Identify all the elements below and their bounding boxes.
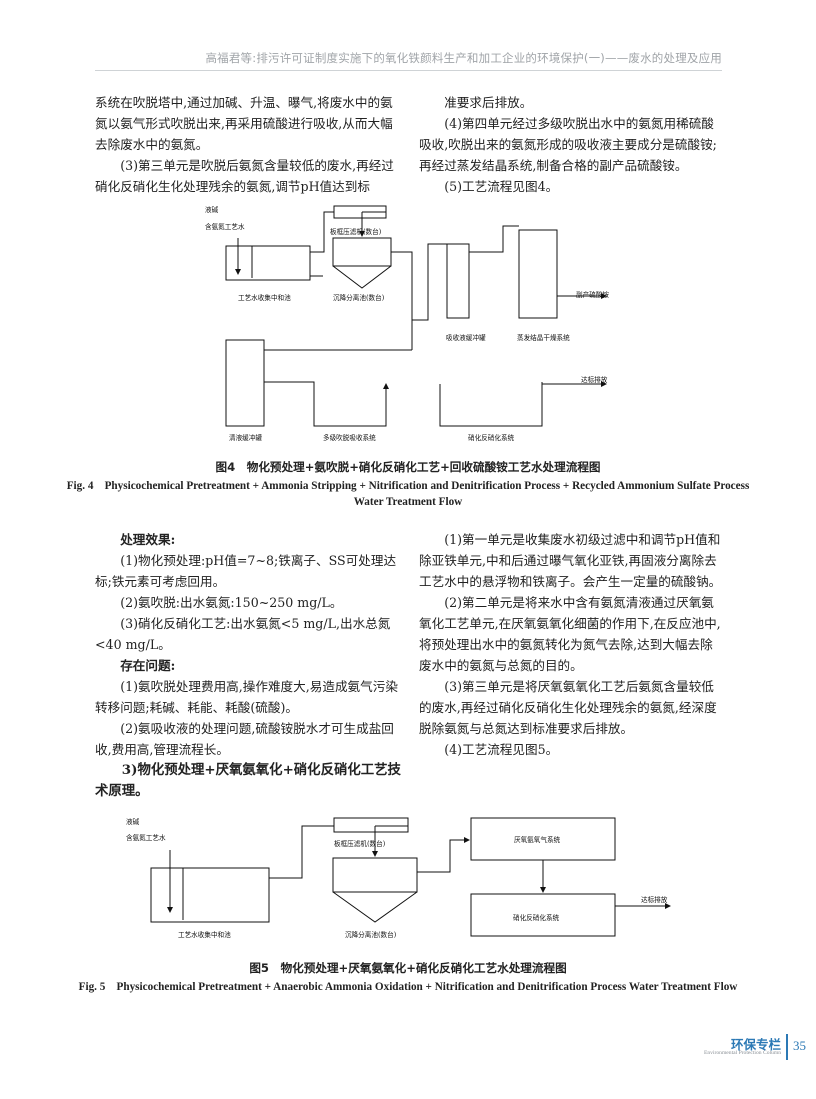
figure-4-flowchart: 液碱 含氨氮工艺水 板框压滤机(数台) 工艺水收集中和池 沉降分离池(数台) 吸… bbox=[0, 196, 816, 454]
fig4-ammonia-water: 含氨氮工艺水 bbox=[205, 222, 245, 231]
paragraph: (3)第三单元是吹脱后氨氮含量较低的废水,再经过硝化反硝化生化处理残余的氨氮,调… bbox=[95, 158, 394, 194]
fig4-discharge-label: 达标排放 bbox=[581, 375, 608, 384]
paragraph: (3)第三单元是将厌氧氨氧化工艺后氨氮含量较低的废水,再经过硝化反硝化生化处理残… bbox=[419, 679, 717, 736]
figure-5-caption: 图5 物化预处理+厌氧氨氧化+硝化反硝化工艺水处理流程图 Fig. 5 Phys… bbox=[60, 960, 756, 995]
fig4-settling-tank-label: 沉降分离池(数台) bbox=[333, 293, 384, 302]
settling-tank-shape bbox=[332, 237, 392, 267]
fig5-nitrification-label: 硝化反硝化系统 bbox=[513, 913, 560, 922]
problem-heading: 存在问题: bbox=[120, 658, 176, 673]
section-heading: 3)物化预处理+厌氧氨氧化+硝化反硝化工艺技术原理。 bbox=[95, 762, 401, 799]
fig5-neutral-tank-shape bbox=[150, 867, 270, 923]
footer-divider bbox=[786, 1034, 788, 1060]
top-right-column: 准要求后排放。 (4)第四单元经过多级吹脱出水中的氨氮用稀硫酸吸收,吹脱出来的氨… bbox=[419, 92, 723, 197]
mid-left-column: 处理效果: (1)物化预处理:pH值=7~8;铁离子、SS可处理达标;铁元素可考… bbox=[95, 529, 403, 802]
figure-4-caption: 图4 物化预处理+氨吹脱+硝化反硝化工艺+回收硫酸铵工艺水处理流程图 Fig. … bbox=[60, 459, 756, 511]
evaporator-shape bbox=[518, 229, 558, 319]
fig5-filter-press-label: 板框压滤机(数台) bbox=[334, 839, 385, 848]
fig5-nitrification-shape bbox=[470, 893, 616, 937]
paragraph: (4)工艺流程见图5。 bbox=[444, 742, 559, 757]
paragraph: 准要求后排放。 bbox=[444, 95, 533, 110]
absorb-buffer-shape bbox=[446, 243, 470, 319]
fig4-caption-en: Fig. 4 Physicochemical Pretreatment + Am… bbox=[66, 479, 750, 509]
fig4-caption-zh: 图4 物化预处理+氨吹脱+硝化反硝化工艺+回收硫酸铵工艺水处理流程图 bbox=[215, 460, 601, 474]
paragraph: (1)氨吹脱处理费用高,操作难度大,易造成氨气污染转移问题;耗碱、耗能、耗酸(硫… bbox=[95, 679, 398, 715]
column-name-en: Environmental Protection Column bbox=[703, 1050, 781, 1056]
fig5-caption-en: Fig. 5 Physicochemical Pretreatment + An… bbox=[78, 980, 738, 993]
clear-buffer-shape bbox=[225, 339, 265, 427]
neutral-tank-shape bbox=[225, 245, 311, 281]
fig4-byproduct-label: 副产硫酸铵 bbox=[576, 290, 609, 299]
fig4-filter-press-label: 板框压滤机(数台) bbox=[330, 227, 381, 236]
page-footer: 环保专栏 Environmental Protection Column 35 bbox=[584, 1028, 806, 1068]
fig4-stripping-label: 多级吹脱吸收系统 bbox=[323, 433, 376, 442]
fig5-caption-zh: 图5 物化预处理+厌氧氨氧化+硝化反硝化工艺水处理流程图 bbox=[249, 961, 567, 975]
figure-5-flowchart: 液碱 含氨氮工艺水 板框压滤机(数台) 厌氧氨氧气系统 达标排放 硝化反硝化系统… bbox=[0, 800, 816, 950]
fig5-anammox-label: 厌氧氨氧气系统 bbox=[514, 835, 561, 844]
fig4-nitrification-label: 硝化反硝化系统 bbox=[468, 433, 515, 442]
fig4-neutral-tank-label: 工艺水收集中和池 bbox=[238, 293, 291, 302]
fig5-discharge-label: 达标排放 bbox=[641, 895, 668, 904]
top-left-column: 系统在吹脱塔中,通过加碱、升温、曝气,将废水中的氨氮以氨气形式吹脱出来,再采用硫… bbox=[95, 92, 403, 197]
fig4-clear-buffer-label: 清液缓冲罐 bbox=[229, 433, 262, 442]
fig4-liquid-alkali: 液碱 bbox=[205, 205, 219, 214]
fig4-evaporator-label: 蒸发结晶干燥系统 bbox=[517, 333, 570, 342]
paragraph: (1)第一单元是收集废水初级过滤中和调节pH值和除亚铁单元,中和后通过曝气氧化亚… bbox=[419, 532, 722, 589]
fig5-settling-tank-shape bbox=[332, 857, 418, 893]
paragraph: (1)物化预处理:pH值=7~8;铁离子、SS可处理达标;铁元素可考虑回用。 bbox=[95, 553, 397, 589]
column-name-zh: 环保专栏 bbox=[730, 1037, 781, 1052]
fig5-liquid-alkali: 液碱 bbox=[126, 817, 140, 826]
paragraph: (3)硝化反硝化工艺:出水氨氮<5 mg/L,出水总氮<40 mg/L。 bbox=[95, 616, 391, 652]
paragraph: (2)氨吹脱:出水氨氮:150~250 mg/L。 bbox=[120, 595, 343, 610]
fig5-filter-press-shape bbox=[333, 817, 409, 833]
effect-heading: 处理效果: bbox=[120, 532, 176, 547]
paragraph: (2)第二单元是将来水中含有氨氮清液通过厌氧氨氧化工艺单元,在厌氧氨氧化细菌的作… bbox=[419, 595, 721, 673]
paragraph: (2)氨吸收液的处理问题,硫酸铵脱水才可生成盐回收,费用高,管理流程长。 bbox=[95, 721, 394, 757]
fig5-settling-tank-label: 沉降分离池(数台) bbox=[345, 930, 396, 939]
page-number: 35 bbox=[793, 1038, 806, 1053]
paragraph: (5)工艺流程见图4。 bbox=[444, 179, 559, 194]
running-header: 高福君等:排污许可证制度实施下的氧化铁颜料生产和加工企业的环境保护(一)——废水… bbox=[205, 51, 722, 65]
paragraph: 系统在吹脱塔中,通过加碱、升温、曝气,将废水中的氨氮以氨气形式吹脱出来,再采用硫… bbox=[95, 95, 393, 152]
mid-right-column: (1)第一单元是收集废水初级过滤中和调节pH值和除亚铁单元,中和后通过曝气氧化亚… bbox=[419, 529, 723, 760]
paragraph: (4)第四单元经过多级吹脱出水中的氨氮用稀硫酸吸收,吹脱出来的氨氮形成的吸收液主… bbox=[419, 116, 717, 173]
header-divider bbox=[95, 70, 722, 71]
fig5-neutral-tank-label: 工艺水收集中和池 bbox=[178, 930, 231, 939]
fig5-ammonia-water: 含氨氮工艺水 bbox=[126, 833, 166, 842]
fig4-absorb-buffer-label: 吸收液缓冲罐 bbox=[446, 333, 486, 342]
